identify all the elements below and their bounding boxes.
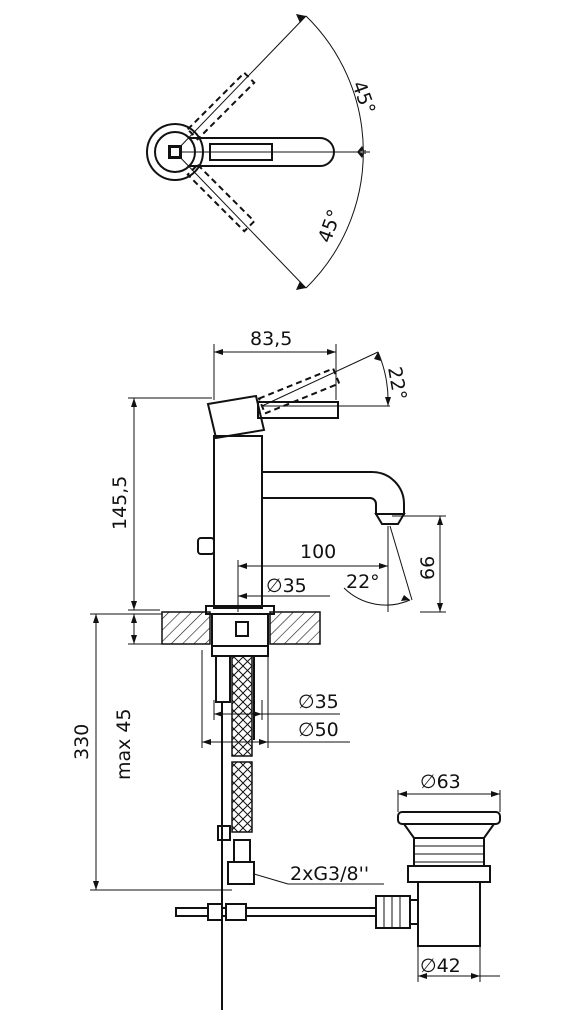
dim-100-label: 100 <box>300 541 336 563</box>
lever-raised-position <box>257 367 341 415</box>
dim-66-label: 66 <box>417 556 439 580</box>
drain-flange <box>402 823 496 839</box>
body-inner-circle <box>154 131 196 173</box>
dia-35-shank-label: ∅35 <box>298 691 339 713</box>
lever-outline <box>188 137 335 167</box>
countertop-right <box>269 611 321 645</box>
lever-handle <box>257 401 339 419</box>
lever-angle-label: 22° <box>383 365 411 402</box>
dia-35-body-label: ∅35 <box>266 575 307 597</box>
base-flange <box>211 613 269 647</box>
hose-ferrule-right <box>233 839 251 863</box>
drain-body <box>417 881 481 947</box>
faucet-spout <box>262 471 405 515</box>
hose-ferrule-left <box>217 825 231 841</box>
rod-clip-right <box>225 903 247 921</box>
hose-braid-upper <box>231 655 253 757</box>
water-jet-line <box>389 525 413 601</box>
sector-line-upper <box>174 15 307 153</box>
connection-label: 2xG3/8'' <box>290 863 369 885</box>
rod-clip-left <box>207 903 223 921</box>
side-view: 83,5 22° 145,5 100 <box>109 328 446 613</box>
dim-145-5-label: 145,5 <box>109 476 131 530</box>
drain-assembly: ∅63 ∅42 <box>375 771 501 982</box>
spout-angle-label: 22° <box>346 571 380 593</box>
spout-angle-arc <box>343 587 411 606</box>
mounting-section: 330 max 45 ∅35 ∅50 2xG3/8'' <box>71 605 384 1010</box>
lever-grip <box>209 143 273 161</box>
shank-washer <box>211 645 269 657</box>
drain-cap <box>397 811 501 825</box>
dim-330-label: 330 <box>71 724 93 760</box>
hose-braid-lower <box>231 761 253 833</box>
dia-63-label: ∅63 <box>420 771 461 793</box>
lever-head <box>206 394 266 440</box>
top-angle-upper-label: 45° <box>347 78 379 117</box>
drain-side-connector <box>375 895 411 929</box>
pop-up-knob <box>197 537 215 555</box>
connection-nut <box>227 861 255 885</box>
drain-nut <box>407 865 491 883</box>
countertop-left <box>161 611 211 645</box>
dim-83-5-label: 83,5 <box>250 328 292 350</box>
dim-max-45-label: max 45 <box>113 708 135 780</box>
angle-arc <box>305 15 364 289</box>
shank-nut <box>235 621 249 637</box>
body-outer-circle <box>146 123 204 181</box>
lever-position-upper <box>186 71 256 141</box>
dia-50-label: ∅50 <box>298 719 339 741</box>
sector-line-lower <box>174 151 307 289</box>
threaded-rod <box>215 655 231 703</box>
top-view: 45° 45° <box>146 14 379 290</box>
lever-position-lower <box>186 163 256 233</box>
dia-42-label: ∅42 <box>420 955 461 977</box>
pop-up-rod <box>175 907 377 917</box>
